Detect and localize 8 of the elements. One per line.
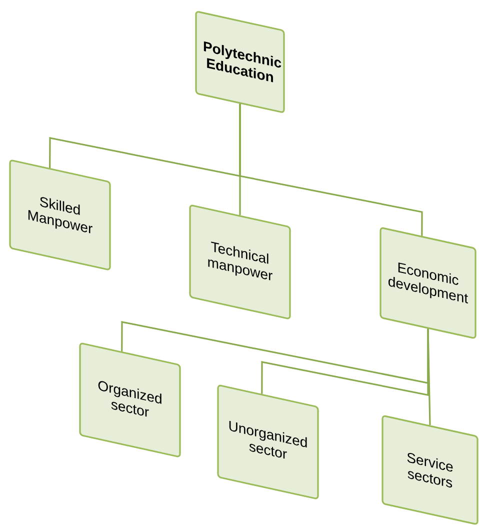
connector bbox=[239, 104, 423, 236]
connector bbox=[427, 328, 431, 426]
connector bbox=[261, 328, 429, 396]
box: Service sectors bbox=[382, 415, 478, 525]
box: Technical manpower bbox=[189, 204, 291, 320]
box: Skilled Manpower bbox=[9, 160, 111, 270]
box: Organized sector bbox=[79, 342, 181, 458]
connector bbox=[121, 321, 429, 384]
